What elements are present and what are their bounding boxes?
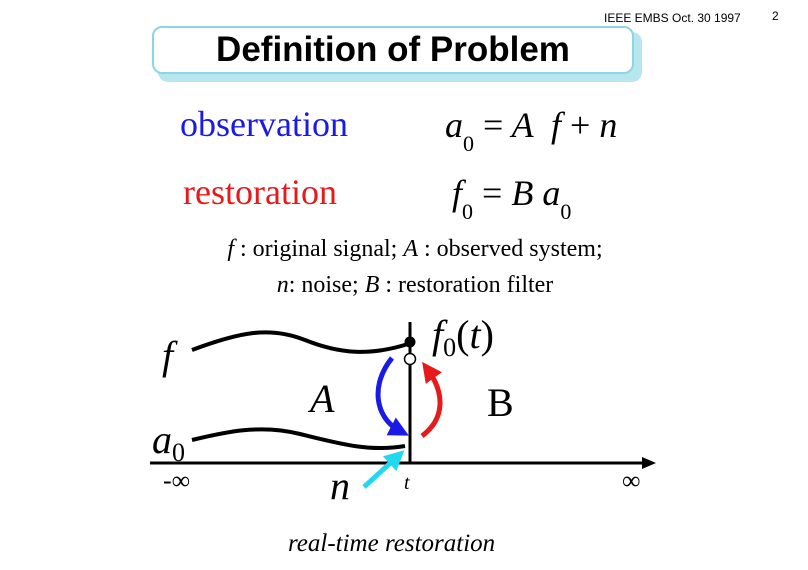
f0t-label-sub: 0 bbox=[443, 333, 457, 362]
restoration-term: restoration bbox=[183, 172, 337, 212]
caption: real-time restoration bbox=[288, 530, 496, 557]
n-label: n bbox=[330, 463, 350, 508]
legend-f-desc: : original signal; bbox=[240, 236, 398, 262]
f-current-point bbox=[404, 336, 416, 348]
f0t-var: t bbox=[469, 312, 481, 357]
header-note: IEEE EMBS Oct. 30 1997 bbox=[604, 11, 741, 25]
legend-line-1: f : original signal; A : observed system… bbox=[150, 236, 680, 263]
eq1-lhs: a bbox=[445, 105, 463, 145]
legend-B-symbol: B bbox=[364, 272, 380, 298]
eq2-var: a bbox=[542, 173, 561, 213]
eq1-lhs-sub: 0 bbox=[463, 131, 474, 156]
f0t-label-main: f bbox=[432, 312, 444, 357]
A-arrow bbox=[375, 356, 409, 436]
legend-n-desc: : noise; bbox=[288, 272, 359, 298]
eq1-equals: = bbox=[483, 105, 504, 145]
eq2-lhs-sub: 0 bbox=[462, 199, 474, 224]
signal-f-curve bbox=[191, 330, 409, 354]
eq2-lhs: f bbox=[452, 173, 463, 213]
eq1-noise: n bbox=[599, 105, 618, 145]
observation-equation: a0 = A f + n bbox=[445, 104, 617, 157]
f-label: f bbox=[162, 333, 174, 378]
B-label: B bbox=[487, 380, 514, 425]
eq1-signal: f bbox=[551, 105, 562, 145]
eq1-system: A bbox=[511, 105, 534, 145]
eq2-equals: = bbox=[482, 173, 503, 213]
legend-f-symbol: f bbox=[227, 236, 235, 262]
observation-term: observation bbox=[180, 104, 348, 144]
legend-A-desc: : observed system; bbox=[424, 236, 603, 262]
B-arrow bbox=[420, 361, 443, 438]
f0t-open-paren: ( bbox=[456, 312, 470, 357]
page-number: 2 bbox=[772, 9, 779, 23]
a0-label-main: a bbox=[152, 417, 172, 462]
f0t-close-paren: ) bbox=[480, 312, 494, 357]
time-axis-arrowhead bbox=[642, 457, 656, 469]
A-label: A bbox=[310, 376, 335, 421]
title-box bbox=[152, 26, 634, 74]
legend-n-symbol: n bbox=[276, 272, 289, 298]
minus-infinity-label: -∞ bbox=[163, 466, 191, 495]
f0t-label: f0(t) bbox=[432, 311, 494, 363]
signal-a0-curve bbox=[191, 427, 406, 451]
page-title: Definition of Problem bbox=[216, 30, 570, 69]
legend-line-2: n: noise; B : restoration filter bbox=[150, 272, 680, 299]
t-label: t bbox=[404, 472, 410, 494]
eq2-var-sub: 0 bbox=[560, 199, 572, 224]
f0-estimate-point bbox=[403, 352, 417, 366]
a0-label-sub: 0 bbox=[172, 438, 185, 467]
n-arrow bbox=[362, 450, 405, 489]
restoration-equation: f0 = B a0 bbox=[452, 172, 571, 225]
legend-B-desc: : restoration filter bbox=[385, 272, 554, 298]
plus-infinity-label: ∞ bbox=[622, 466, 641, 495]
eq2-filter: B bbox=[511, 173, 534, 213]
legend-A-symbol: A bbox=[403, 236, 418, 262]
a0-label: a0 bbox=[152, 416, 185, 468]
eq1-plus: + bbox=[570, 105, 591, 145]
